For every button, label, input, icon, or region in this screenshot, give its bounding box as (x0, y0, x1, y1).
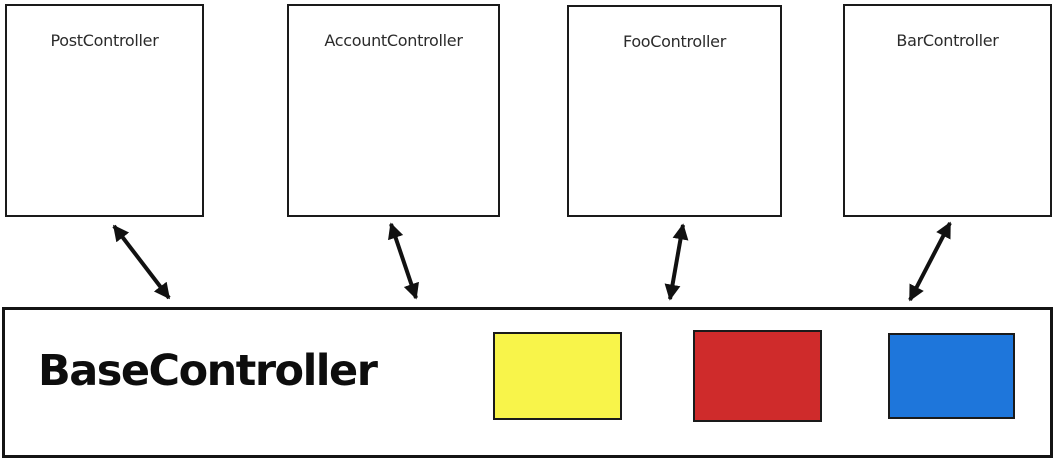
base-controller-box: BaseController (2, 307, 1053, 458)
post-controller-box: PostController (5, 4, 204, 217)
arrow-foo-base (664, 223, 689, 301)
yellow-swatch (493, 332, 622, 420)
arrow-post-base (112, 224, 171, 300)
bar-controller-label: BarController (896, 31, 999, 50)
foo-controller-label: FooController (622, 32, 726, 51)
account-controller-box: AccountController (287, 4, 500, 217)
base-controller-label: BaseController (38, 346, 378, 396)
blue-swatch (888, 333, 1015, 419)
bar-controller-box: BarController (843, 4, 1052, 217)
red-swatch (693, 330, 822, 422)
arrow-bar-base (908, 221, 952, 302)
arrow-account-base (388, 222, 419, 300)
foo-controller-box: FooController (567, 5, 782, 217)
post-controller-label: PostController (50, 31, 159, 50)
account-controller-label: AccountController (324, 31, 463, 50)
